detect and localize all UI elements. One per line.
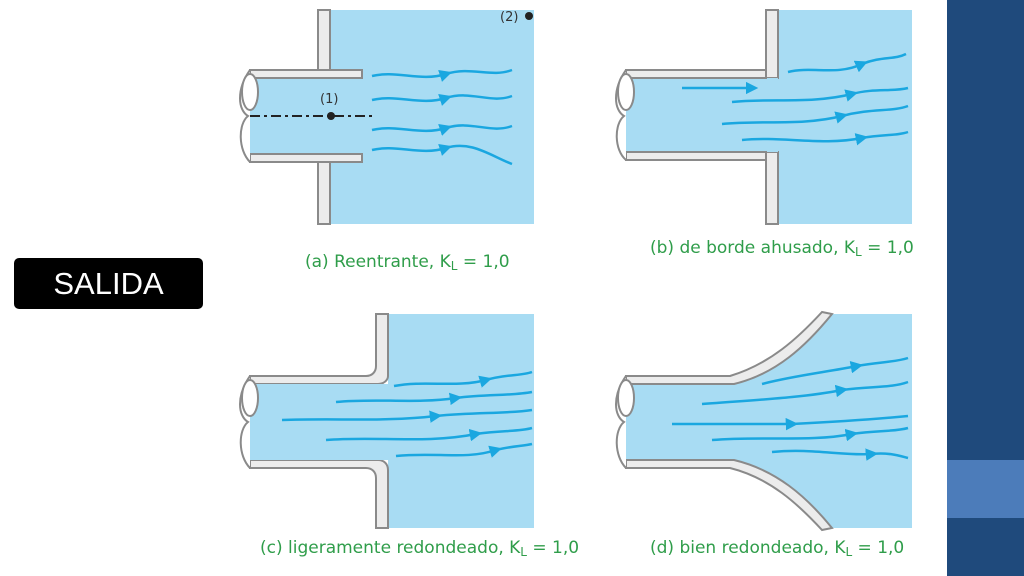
- panel-c-streamline: [393, 370, 533, 388]
- caption-d-suffix: = 1,0: [852, 538, 905, 558]
- panel-d-bell-upper: [625, 310, 834, 385]
- caption-d-prefix: (d) bien redondeado, K: [650, 538, 846, 558]
- point-2-label: (2): [500, 10, 519, 25]
- panel-c-streamline: [281, 408, 533, 423]
- panel-b-streamline: [731, 86, 909, 104]
- panel-b-tank: [778, 10, 912, 224]
- caption-c-suffix: = 1,0: [526, 538, 580, 558]
- panel-b-pipe-end: [617, 73, 635, 111]
- panel-d-bell-lower: [625, 459, 834, 532]
- panel-d-pipe-end: [617, 379, 635, 417]
- panel-a-wall-lower: [317, 161, 331, 225]
- panel-c-streamline: [395, 442, 533, 458]
- slide-title-text: SALIDA: [53, 265, 164, 301]
- panel-d-streamline: [701, 380, 909, 406]
- panel-b-streamline: [787, 52, 907, 74]
- panel-d-streamline: [761, 356, 909, 386]
- panel-a-diagram: [239, 9, 534, 225]
- panel-b-pipe-top: [625, 69, 767, 79]
- panel-a-wall-upper: [317, 9, 331, 71]
- panel-a-point-1: [327, 112, 335, 120]
- right-sidebar-accent: [947, 460, 1024, 518]
- panel-b-wall-upper: [765, 9, 779, 79]
- caption-d: (d) bien redondeado, KL = 1,0: [650, 538, 904, 559]
- panel-a-streamline: [371, 93, 513, 106]
- panel-b-diagram: [615, 9, 912, 225]
- caption-d-sub: L: [845, 545, 853, 559]
- panel-c-pipe-end: [241, 379, 259, 417]
- panel-b-streamline: [721, 104, 909, 126]
- caption-a: (a) Reentrante, KL = 1,0: [305, 252, 510, 273]
- caption-a-prefix: (a) Reentrante, K: [305, 252, 451, 272]
- panel-c-tank: [388, 314, 534, 528]
- panel-d-streamline: [672, 414, 909, 431]
- caption-c-prefix: (c) ligeramente redondeado, K: [260, 538, 521, 558]
- panel-c-streamline: [325, 426, 533, 442]
- caption-b: (b) de borde ahusado, KL = 1,0: [650, 238, 914, 259]
- panel-c-wall-lower: [249, 459, 389, 529]
- caption-b-suffix: = 1,0: [861, 238, 914, 258]
- panel-a-pipe-bottom: [249, 153, 363, 163]
- panel-c-streamline: [335, 390, 533, 406]
- panel-a-streamline: [371, 143, 513, 166]
- panel-a-pipe-end: [241, 73, 259, 111]
- caption-c-sub: L: [520, 545, 527, 559]
- panel-d-bell-water: [626, 314, 828, 528]
- panel-b-pipe-bottom: [625, 151, 767, 161]
- caption-c: (c) ligeramente redondeado, KL = 1,0: [260, 538, 579, 559]
- caption-b-sub: L: [855, 245, 862, 259]
- panel-d-streamline: [711, 426, 909, 442]
- panel-b-wall-lower: [765, 151, 779, 225]
- panel-c-diagram: [239, 313, 534, 529]
- caption-b-prefix: (b) de borde ahusado, K: [650, 238, 856, 258]
- slide-title: SALIDA: [14, 258, 203, 309]
- panel-a-point-2: [525, 12, 533, 20]
- caption-a-sub: L: [450, 259, 458, 273]
- caption-a-suffix: = 1,0: [457, 252, 510, 272]
- panel-d-streamline: [771, 448, 909, 461]
- panel-a-streamline: [371, 68, 513, 82]
- point-1-label: (1): [320, 92, 339, 107]
- panel-c-wall-upper: [249, 313, 389, 385]
- panel-a-pipe-top: [249, 69, 363, 79]
- panel-d-diagram: [615, 310, 912, 532]
- panel-a-streamline: [371, 123, 513, 136]
- panel-b-streamline: [741, 130, 909, 146]
- panel-c-pipe-water: [250, 384, 390, 460]
